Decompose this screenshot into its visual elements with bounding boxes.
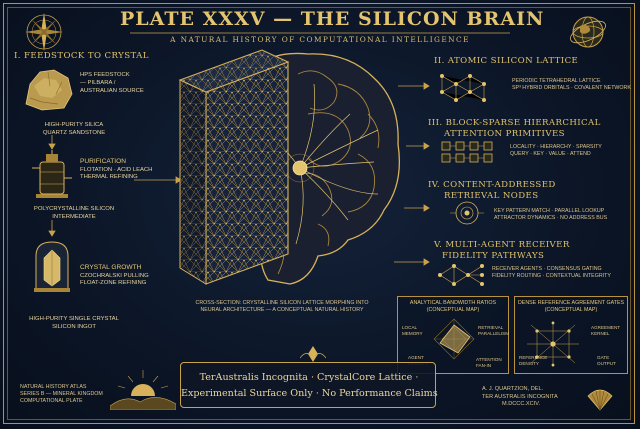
purification-vessel-icon xyxy=(32,150,72,198)
radar-title: ANALYTICAL BANDWIDTH RATIOS (CONCEPTUAL … xyxy=(409,300,497,314)
attention-blocks-icon xyxy=(441,141,493,163)
sandstone-icon xyxy=(25,69,73,111)
outer-frame xyxy=(3,3,635,424)
silicon-brain-illustration xyxy=(178,49,401,285)
atlas-series-note: NATURAL HISTORY ATLAS SERIES B — MINERAL… xyxy=(20,384,103,405)
receiver-pathways-icon xyxy=(438,264,484,286)
section-4-notes: KEY PATTERN MATCH · PARALLEL LOOKUP ATTR… xyxy=(494,208,608,222)
title-rule xyxy=(130,32,510,34)
section-2-header: II. ATOMIC SILICON LATTICE xyxy=(434,56,579,66)
radar-panel: ANALYTICAL BANDWIDTH RATIOS (CONCEPTUAL … xyxy=(397,296,509,374)
ingot-caption: HIGH-PURITY SINGLE CRYSTAL SILICON INGOT xyxy=(29,316,119,330)
crystal-growth-text: CRYSTAL GROWTH CZOCHRALSKI PULLING FLOAT… xyxy=(80,264,149,287)
section-5-header: V. MULTI-AGENT RECEIVER FIDELITY PATHWAY… xyxy=(434,240,570,261)
center-caption: CROSS-SECTION: CRYSTALLINE SILICON LATTI… xyxy=(195,300,369,314)
gate-network-icon xyxy=(527,321,579,367)
armillary-globe-icon xyxy=(570,16,606,48)
seashell-icon xyxy=(587,389,613,411)
purification-text: PURIFICATION FLOTATION · ACID LEACH THER… xyxy=(80,158,153,181)
banner-line-1: TerAustralis Incognita · CrystalCore Lat… xyxy=(199,372,419,383)
plate-subtitle: A NATURAL HISTORY OF COMPUTATIONAL INTEL… xyxy=(170,35,470,44)
gates-panel: DENSE REFERENCE AGREEMENT GATES (CONCEPT… xyxy=(514,296,628,374)
sun-over-hills-icon xyxy=(110,370,176,410)
polysilicon-caption: POLYCRYSTALLINE SILICON INTERMEDIATE xyxy=(33,206,115,220)
sandstone-caption: HIGH-PURITY SILICA QUARTZ SANDSTONE xyxy=(42,122,106,136)
section-5-notes: RECEIVER AGENTS · CONSENSUS GATING FIDEL… xyxy=(492,266,611,280)
section-3-header: III. BLOCK-SPARSE HIERARCHICAL ATTENTION… xyxy=(428,118,601,139)
gates-title: DENSE REFERENCE AGREEMENT GATES (CONCEPT… xyxy=(517,300,625,314)
credit-note: A. J. QUARTZION, DEL. TER AUSTRALIS INCO… xyxy=(482,386,558,408)
section-1-header: I. FEEDSTOCK TO CRYSTAL xyxy=(14,51,149,61)
atomic-lattice-icon xyxy=(440,74,486,102)
plate-title: PLATE XXXV — THE SILICON BRAIN xyxy=(120,8,545,30)
banner-line-2: Experimental Surface Only · No Performan… xyxy=(181,388,438,399)
banner-crest-icon xyxy=(300,346,326,362)
compass-rose-icon xyxy=(25,13,63,51)
inner-frame xyxy=(7,7,631,420)
section-4-header: IV. CONTENT-ADDRESSED RETRIEVAL NODES xyxy=(428,180,556,201)
footer-banner: TerAustralis Incognita · CrystalCore Lat… xyxy=(180,362,438,408)
radar-chart-icon xyxy=(433,318,475,360)
section-3-notes: LOCALITY · HIERARCHY · SPARSITY QUERY · … xyxy=(510,144,602,158)
sandstone-note: HPS FEEDSTOCK — PILBARA / AUSTRALIAN SOU… xyxy=(80,72,144,94)
ingot-bell-jar-icon xyxy=(34,241,70,292)
retrieval-node-icon xyxy=(450,201,484,225)
section-2-notes: PERIODIC TETRAHEDRAL LATTICE SP³ HYBRID … xyxy=(512,78,631,92)
